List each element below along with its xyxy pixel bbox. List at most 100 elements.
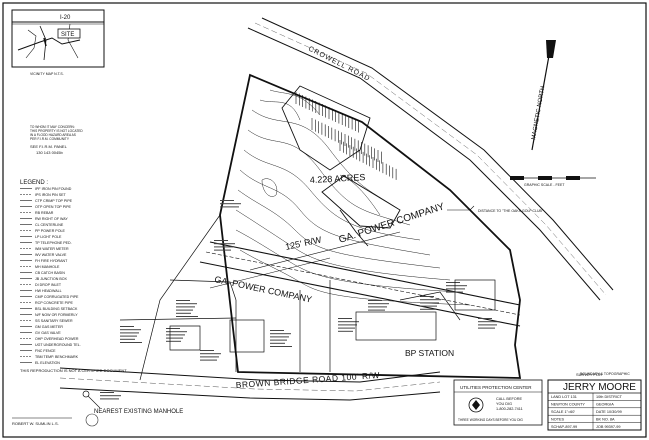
annotation-mark: [214, 246, 233, 248]
annotation-mark: [420, 308, 435, 310]
annotation-mark: [368, 306, 387, 308]
not-certified-text: THIS REPRODUCTION IS NOT A CERTIFIED DOC…: [20, 368, 127, 373]
annotation-mark: [446, 285, 467, 287]
survey-for-label: SURVEY FOR: [576, 372, 602, 377]
annotation-mark: [200, 350, 214, 351]
annotation-mark: [176, 316, 198, 317]
annotation-mark: [270, 342, 285, 344]
title-cell: NOTES: [551, 417, 565, 421]
legend-entry: TP TELEPHONE PED.: [35, 241, 72, 245]
annotation-mark: [338, 330, 353, 332]
annotation-mark: [200, 356, 219, 358]
annotation-mark: [270, 339, 287, 341]
legend-entry: FNC FENCE: [35, 349, 56, 353]
title-cell: BK NO. 8A: [596, 417, 615, 421]
legend-title: LEGEND :: [20, 180, 48, 186]
utilities-lines: CALL BEFORE YOU DIG 1-800-282-7411: [496, 397, 523, 411]
annotation-mark: [446, 288, 465, 290]
annotation-mark: [368, 309, 385, 311]
parking-stripes: [295, 92, 397, 180]
annotation-mark: [200, 359, 217, 361]
annotation-mark: [214, 240, 228, 241]
annotation-mark: [176, 306, 195, 308]
power-company-label-1: GA. POWER COMPANY: [338, 201, 447, 246]
legend-entry: EL ELEVATION: [35, 361, 60, 365]
legend-entry: OHP OVERHEAD POWER: [35, 337, 79, 341]
legend-entry: GV GAS VALVE: [35, 331, 61, 335]
north-label: MAGNETIC NORTH: [531, 86, 546, 141]
legend-entry: FH FIRE HYDRANT: [35, 259, 68, 263]
annotation-mark: [120, 335, 137, 337]
graphic-scale: GRAPHIC SCALE - FEET: [510, 176, 596, 187]
client-name: JERRY MOORE: [563, 382, 636, 393]
title-cell: LAND LOT 131: [551, 395, 577, 399]
annotation-mark: [420, 305, 437, 307]
vicinity-site-label: SITE: [61, 32, 74, 38]
annotation-mark: [446, 282, 460, 283]
annotation-mark: [420, 302, 439, 304]
legend-entry: GM GAS METER: [35, 325, 63, 329]
power-row-width-label: 125' R/W: [284, 234, 323, 252]
legend-entry: OTP OPEN TOP PIPE: [35, 205, 71, 209]
graphic-scale-label: GRAPHIC SCALE - FEET: [524, 183, 565, 187]
annotation-mark: [166, 331, 187, 333]
annotation-mark: [120, 329, 141, 331]
annotation-mark: [478, 321, 499, 323]
power-easement: GA. POWER COMPANY 125' R/W GA. POWER COM…: [199, 201, 521, 327]
annotation-mark: [270, 336, 289, 338]
surveyor-signature-text: ROBERT W. SUMLIN L.S.: [12, 421, 59, 426]
vicinity-highway-label: I-20: [60, 15, 71, 21]
annotation-mark: [420, 296, 434, 297]
acreage-label: 4.228 ACRES: [310, 172, 366, 185]
svg-text:DISTANCE TO "THE OAKS GOLF CLU: DISTANCE TO "THE OAKS GOLF CLUB": [478, 209, 544, 213]
title-cell: GEORGIA: [596, 403, 614, 407]
annotation-mark: [220, 203, 241, 205]
legend-entry: DI DROP INLET: [35, 283, 62, 287]
annotation-mark: [270, 330, 284, 331]
legend-entry: N/F NOW OR FORMERLY: [35, 313, 78, 317]
annotation-mark: [214, 249, 231, 251]
annotation-mark: [214, 243, 235, 245]
legend-entry: IPS IRON PIN SET: [35, 193, 67, 197]
annotation-mark: [478, 324, 497, 326]
annotation-mark: [420, 299, 441, 301]
annotation-mark: [338, 327, 355, 329]
annotation-mark: [100, 395, 121, 397]
annotation-mark: [176, 303, 197, 305]
legend: LEGEND : IPF IRON PIN FOUND IPS IRON PIN …: [20, 180, 81, 365]
annotation-mark: [120, 342, 142, 343]
annotation-mark: [338, 321, 359, 323]
surveyor-seal: [85, 413, 99, 427]
annotation-mark: [446, 291, 463, 293]
annotation-mark: [120, 326, 134, 327]
annotation-mark: [478, 318, 492, 319]
annotation-mark: [338, 324, 357, 326]
legend-entry: PP POWER POLE: [35, 229, 65, 233]
utilities-protection-box: UTILITIES PROTECTION CENTER CALL BEFORE …: [453, 379, 543, 426]
annotation-mark: [368, 300, 382, 301]
legend-entry: CL CENTERLINE: [35, 223, 64, 227]
legend-entry: IPF IRON PIN FOUND: [35, 187, 72, 191]
north-arrow: MAGNETIC NORTH: [531, 40, 556, 151]
legend-entry: WV WATER VALVE: [35, 253, 67, 257]
annotation-mark: [120, 332, 139, 334]
annotation-mark: [166, 340, 181, 342]
title-cell: SCALE 1"=60': [551, 410, 575, 414]
legend-entry: TBM TEMP. BENCHMARK: [35, 355, 79, 359]
surveyor-signature: ROBERT W. SUMLIN L.S.: [12, 413, 99, 427]
legend-entry: SS SANITARY SEWER: [35, 319, 73, 323]
legend-entry: CTP CRIMP TOP PIPE: [35, 199, 73, 203]
title-cell: DATE 10/30/99: [596, 410, 622, 414]
utilities-footer: THREE WORKING DAYS BEFORE YOU DIG: [458, 418, 523, 422]
title-cell: JOB 99397-99: [596, 425, 621, 429]
annotation-mark: [200, 353, 221, 355]
title-cell: SCHAP-897-99: [551, 425, 577, 429]
legend-entry: MH MANHOLE: [35, 265, 60, 269]
crowell-road-label: CROWELL ROAD: [307, 46, 371, 83]
west-line-details: [119, 214, 496, 381]
nearest-manhole-label: NEAREST EXISTING MANHOLE: [94, 409, 183, 415]
flood-note: TO WHOM IT MAY CONCERN: THIS PROPERTY IS…: [30, 125, 83, 155]
